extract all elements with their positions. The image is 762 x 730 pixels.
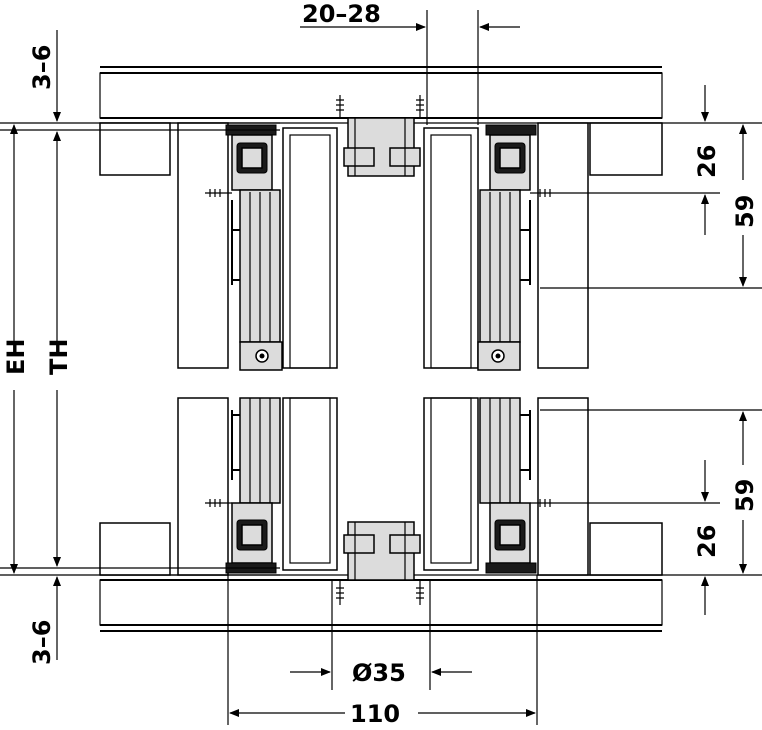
dim-right-bottom-small: 26 — [693, 525, 721, 558]
dimension-lines — [0, 10, 762, 725]
dim-right-top-small: 26 — [693, 145, 721, 178]
right-lower-side-panel — [537, 397, 663, 576]
dim-eh: EH — [2, 339, 30, 375]
dim-bottom-left: 3–6 — [28, 620, 56, 665]
dim-top-gap: 20–28 — [302, 0, 381, 28]
screws — [205, 95, 560, 605]
left-upper-door — [282, 127, 338, 369]
left-upper-side-panel — [99, 122, 229, 369]
top-center-guide — [343, 117, 421, 177]
left-upper-runner — [225, 124, 283, 371]
right-lower-door — [423, 397, 479, 571]
bottom-center-guide — [343, 521, 421, 581]
top-rail — [99, 66, 663, 124]
right-lower-runner — [479, 397, 537, 574]
dim-right-bottom-large: 59 — [731, 479, 759, 512]
right-upper-door — [423, 127, 479, 369]
dim-th: TH — [45, 339, 73, 375]
left-lower-door — [282, 397, 338, 571]
right-upper-runner — [477, 124, 537, 371]
dim-width: 110 — [350, 700, 400, 728]
left-lower-runner — [225, 397, 281, 574]
right-upper-side-panel — [537, 122, 663, 369]
left-lower-side-panel — [99, 397, 229, 576]
bottom-rail — [99, 574, 663, 632]
dim-right-top-large: 59 — [731, 195, 759, 228]
dim-diameter: Ø35 — [352, 659, 406, 687]
dim-top-left: 3–6 — [28, 45, 56, 90]
